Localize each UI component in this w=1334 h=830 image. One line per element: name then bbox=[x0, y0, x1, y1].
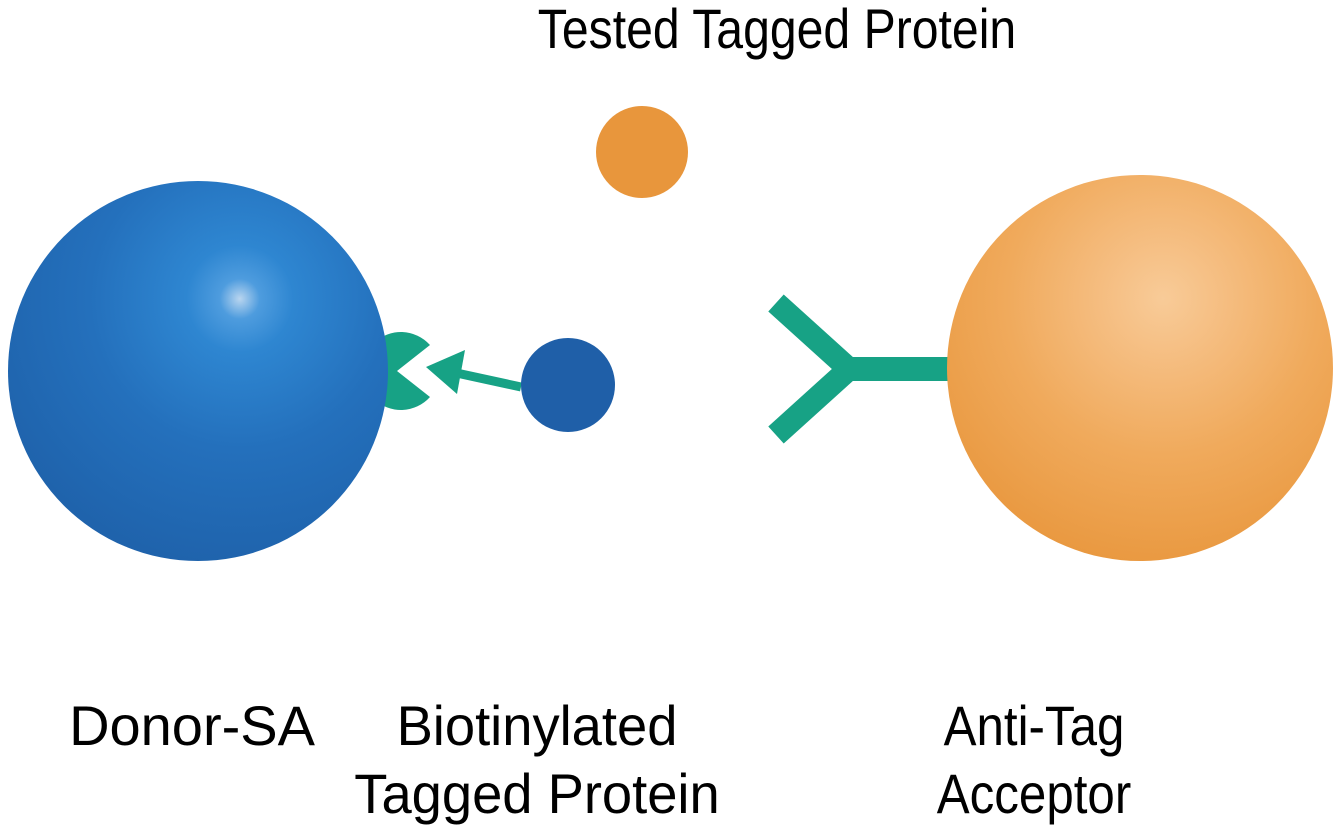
acceptor-bead bbox=[947, 175, 1333, 561]
acceptor-label-line2: Acceptor bbox=[936, 762, 1132, 825]
acceptor-label-line1: Anti-Tag bbox=[943, 694, 1125, 757]
binding-arrow-shaft bbox=[451, 367, 522, 392]
diagram-title: Tested Tagged Protein bbox=[537, 0, 1017, 60]
biotinylated-protein-circle bbox=[521, 338, 615, 432]
biotinylated-protein-label: Biotinylated Tagged Protein bbox=[354, 692, 719, 828]
biotinylated-label-line1: Biotinylated bbox=[396, 694, 678, 757]
acceptor-label: Anti-Tag Acceptor bbox=[937, 692, 1131, 828]
donor-label-line: Donor-SA bbox=[69, 694, 315, 757]
binding-arrow-head-icon bbox=[426, 350, 465, 394]
donor-bead bbox=[8, 181, 388, 561]
tested-protein-circle bbox=[596, 106, 688, 198]
biotinylated-label-line2: Tagged Protein bbox=[354, 762, 720, 825]
antibody-arms-icon bbox=[768, 294, 867, 444]
donor-label: Donor-SA bbox=[69, 692, 315, 760]
